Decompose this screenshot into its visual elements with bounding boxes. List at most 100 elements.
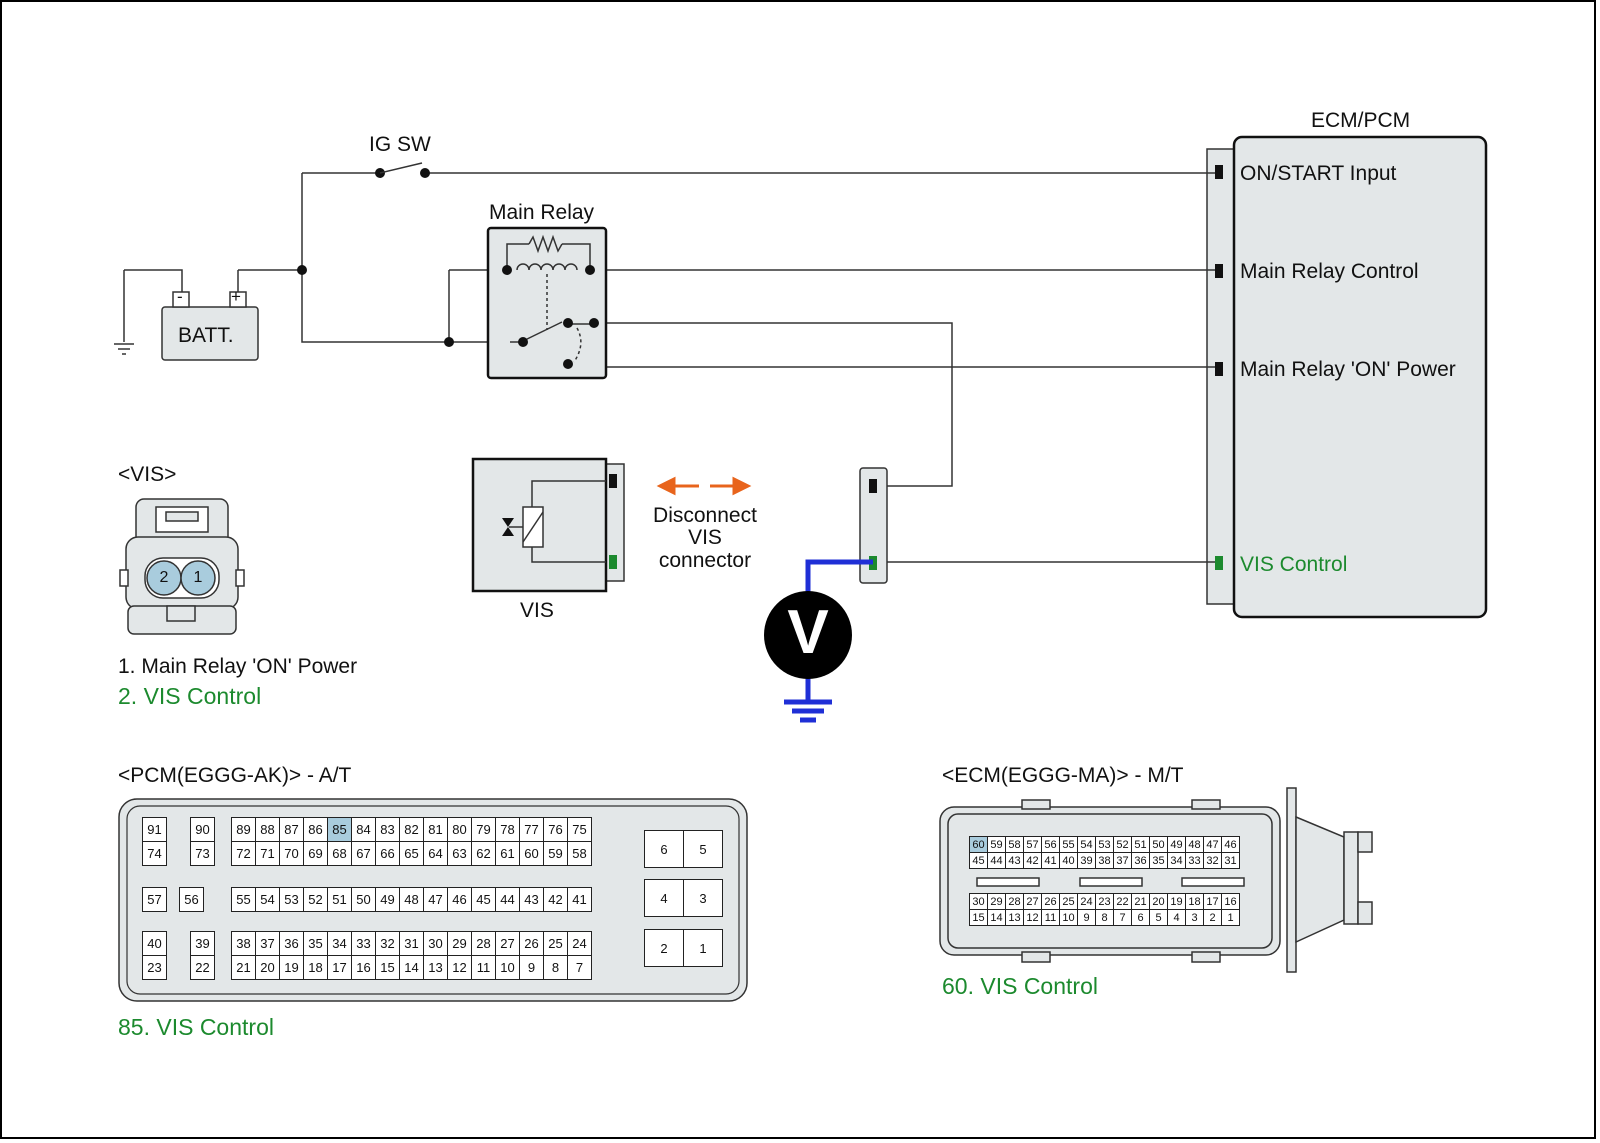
battery-minus-label: - (177, 287, 183, 306)
ecm-pin: 31 (1221, 852, 1240, 869)
ecm-pin: 58 (1005, 836, 1024, 853)
ecm-pin: 2 (1203, 909, 1222, 926)
pcm-pin: 45 (471, 887, 496, 912)
battery (161, 306, 259, 361)
ecm-pin: 53 (1095, 836, 1114, 853)
pcm-pin: 85 (327, 817, 352, 842)
pcm-pin: 22 (190, 955, 215, 980)
ecm-pin: 45 (969, 852, 988, 869)
pcm-pin: 62 (471, 841, 496, 866)
ecm-pin: 12 (1023, 909, 1042, 926)
pcm-pin: 71 (255, 841, 280, 866)
pcm-pin: 79 (471, 817, 496, 842)
vis-pin-1: 1 (193, 569, 203, 586)
pcm-pin: 27 (495, 931, 520, 956)
pcm-pin: 89 (231, 817, 256, 842)
pcm-pin: 40 (142, 931, 167, 956)
pcm-pin: 60 (519, 841, 544, 866)
pcm-pin: 16 (351, 955, 376, 980)
ecm-pin: 54 (1077, 836, 1096, 853)
ecm-pin: 49 (1167, 836, 1186, 853)
pcm-pin: 46 (447, 887, 472, 912)
ecm-pin: 15 (969, 909, 988, 926)
pcm-pin: 11 (471, 955, 496, 980)
ecm-connector-title: <ECM(EGGG-MA)> - M/T (942, 764, 1184, 787)
pcm-pin: 59 (543, 841, 568, 866)
vis-connector-title: <VIS> (118, 463, 177, 486)
pcm-pin: 80 (447, 817, 472, 842)
vis-component-label: VIS (520, 599, 554, 622)
ecm-pin: 35 (1149, 852, 1168, 869)
ecm-pin: 14 (987, 909, 1006, 926)
ecm-pin: 4 (1167, 909, 1186, 926)
pcm-pin: 68 (327, 841, 352, 866)
ecm-pin: 43 (1005, 852, 1024, 869)
ecm-pin: 28 (1005, 893, 1024, 910)
pcm-pin: 8 (543, 955, 568, 980)
pcm-pin: 51 (327, 887, 352, 912)
ecm-pin: 10 (1059, 909, 1078, 926)
pcm-pin: 52 (303, 887, 328, 912)
ecm-pin: 18 (1185, 893, 1204, 910)
ecm-pin: 42 (1023, 852, 1042, 869)
pcm-pin: 26 (519, 931, 544, 956)
ecm-title: ECM/PCM (1311, 109, 1411, 132)
ecm-connector-outline (939, 787, 1373, 973)
ig-switch-label: IG SW (369, 133, 431, 156)
pcm-pin: 86 (303, 817, 328, 842)
pcm-pin: 54 (255, 887, 280, 912)
pcm-pin: 20 (255, 955, 280, 980)
ecm-pin: 47 (1203, 836, 1222, 853)
pcm-pin: 88 (255, 817, 280, 842)
ecm-box (1232, 135, 1488, 619)
pcm-pin: 55 (231, 887, 256, 912)
pcm-pin: 4 (644, 879, 684, 917)
pcm-pin: 66 (375, 841, 400, 866)
pcm-pin: 42 (543, 887, 568, 912)
pcm-pin: 7 (567, 955, 592, 980)
pcm-pin: 23 (142, 955, 167, 980)
pcm-connector-title: <PCM(EGGG-AK)> - A/T (118, 764, 352, 787)
ecm-pin: 25 (1059, 893, 1078, 910)
ecm-pin: 38 (1095, 852, 1114, 869)
ecm-pin: 55 (1059, 836, 1078, 853)
pcm-pin: 78 (495, 817, 520, 842)
pcm-pin: 47 (423, 887, 448, 912)
ecm-pin: 3 (1185, 909, 1204, 926)
battery-plus-label: + (231, 287, 241, 306)
ecm-pin-label-vis-control: VIS Control (1240, 553, 1348, 576)
pcm-pin: 49 (375, 887, 400, 912)
ecm-side-strip (1206, 148, 1238, 605)
pcm-pin: 5 (683, 830, 723, 868)
ecm-pin: 24 (1077, 893, 1096, 910)
ecm-pin: 30 (969, 893, 988, 910)
ecm-pin: 46 (1221, 836, 1240, 853)
vis-legend-2: 2. VIS Control (118, 683, 262, 709)
ecm-pin: 41 (1041, 852, 1060, 869)
pcm-pin: 1 (683, 929, 723, 967)
pcm-pin: 76 (543, 817, 568, 842)
disconnect-arrows (656, 476, 752, 496)
pcm-pin: 82 (399, 817, 424, 842)
ecm-pin: 21 (1131, 893, 1150, 910)
ecm-pin: 50 (1149, 836, 1168, 853)
ecm-pin: 40 (1059, 852, 1078, 869)
pcm-pin: 28 (471, 931, 496, 956)
pcm-pin: 87 (279, 817, 304, 842)
pcm-pin: 36 (279, 931, 304, 956)
pcm-pin: 90 (190, 817, 215, 842)
ecm-pin: 26 (1041, 893, 1060, 910)
pcm-legend: 85. VIS Control (118, 1014, 274, 1040)
ecm-pin: 23 (1095, 893, 1114, 910)
pcm-pin: 67 (351, 841, 376, 866)
ecm-pin: 22 (1113, 893, 1132, 910)
main-relay (486, 226, 608, 380)
pcm-pin: 34 (327, 931, 352, 956)
ecm-legend: 60. VIS Control (942, 973, 1098, 999)
